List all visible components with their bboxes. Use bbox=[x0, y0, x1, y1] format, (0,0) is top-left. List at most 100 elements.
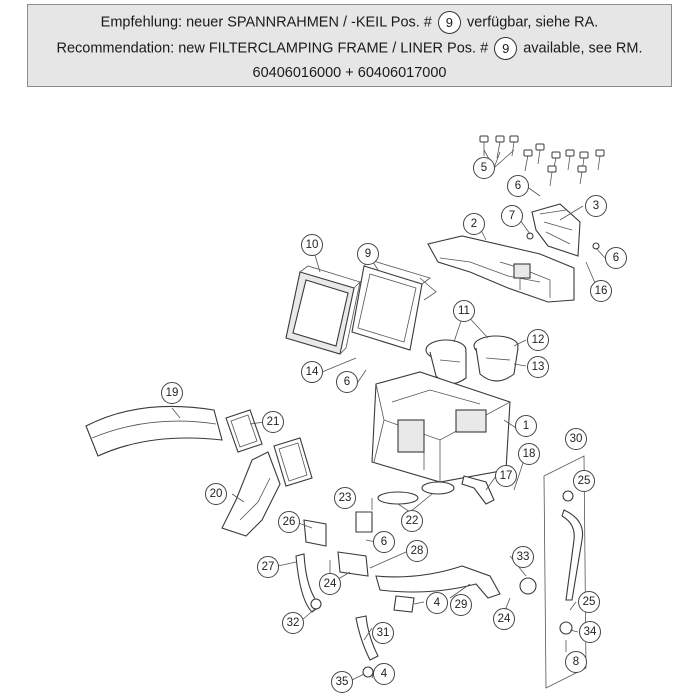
callout-18: 18 bbox=[518, 443, 540, 465]
callout-label: 22 bbox=[406, 515, 419, 527]
hose-part bbox=[355, 615, 379, 661]
callout-6: 6 bbox=[605, 247, 627, 269]
callout-14: 14 bbox=[301, 361, 323, 383]
callout-label: 32 bbox=[287, 617, 300, 629]
callout-label: 31 bbox=[377, 627, 390, 639]
callout-label: 8 bbox=[573, 656, 579, 668]
screws-group bbox=[479, 135, 605, 187]
bracket-small bbox=[355, 511, 373, 533]
callout-26: 26 bbox=[278, 511, 300, 533]
recommendation-notice: Empfehlung: neuer SPANNRAHMEN / -KEIL Po… bbox=[27, 4, 672, 87]
notice-line-german: Empfehlung: neuer SPANNRAHMEN / -KEIL Po… bbox=[28, 11, 671, 34]
callout-19: 19 bbox=[161, 382, 183, 404]
callout-23: 23 bbox=[334, 487, 356, 509]
callout-label: 5 bbox=[481, 162, 487, 174]
clamp-part bbox=[421, 481, 455, 495]
callout-30: 30 bbox=[565, 428, 587, 450]
callout-label: 4 bbox=[381, 668, 388, 680]
callout-label: 23 bbox=[339, 492, 352, 504]
callout-label: 27 bbox=[262, 561, 275, 573]
callout-label: 24 bbox=[324, 578, 337, 590]
intake-cover-part bbox=[427, 235, 575, 303]
callout-32: 32 bbox=[282, 612, 304, 634]
callout-33: 33 bbox=[512, 546, 534, 568]
callout-label: 25 bbox=[583, 596, 596, 608]
callout-12: 12 bbox=[527, 329, 549, 351]
callout-label: 21 bbox=[267, 416, 280, 428]
air-filter-part bbox=[285, 265, 361, 355]
callout-20: 20 bbox=[205, 483, 227, 505]
callout-16: 16 bbox=[590, 280, 612, 302]
callout-24: 24 bbox=[319, 573, 341, 595]
callout-13: 13 bbox=[527, 356, 549, 378]
intake-sleeves bbox=[425, 335, 519, 385]
callout-21: 21 bbox=[262, 411, 284, 433]
clamp-part bbox=[377, 491, 419, 505]
callout-label: 4 bbox=[434, 597, 441, 609]
callout-35: 35 bbox=[331, 671, 353, 693]
callout-label: 13 bbox=[532, 361, 545, 373]
callout-label: 19 bbox=[166, 387, 179, 399]
callout-24: 24 bbox=[493, 608, 515, 630]
notice-line2-suffix: available, see RM. bbox=[523, 40, 643, 57]
callout-label: 3 bbox=[593, 200, 599, 212]
callout-label: 2 bbox=[471, 218, 477, 230]
callout-34: 34 bbox=[579, 621, 601, 643]
callout-17: 17 bbox=[495, 465, 517, 487]
notice-line-english: Recommendation: new FILTERCLAMPING FRAME… bbox=[28, 37, 671, 60]
callout-label: 33 bbox=[517, 551, 530, 563]
intake-duct-part bbox=[85, 405, 223, 457]
callout-label: 7 bbox=[509, 210, 515, 222]
callout-3: 3 bbox=[585, 195, 607, 217]
clamp-part bbox=[393, 595, 415, 613]
callout-6: 6 bbox=[336, 371, 358, 393]
callout-6: 6 bbox=[507, 175, 529, 197]
callout-25: 25 bbox=[578, 591, 600, 613]
callout-label: 26 bbox=[283, 516, 296, 528]
notice-line1-text: Empfehlung: neuer SPANNRAHMEN / -KEIL Po… bbox=[100, 14, 432, 31]
callout-label: 16 bbox=[595, 285, 608, 297]
breather-panel bbox=[543, 455, 587, 689]
callout-label: 25 bbox=[578, 475, 591, 487]
callout-label: 24 bbox=[498, 613, 511, 625]
callout-label: 29 bbox=[455, 599, 468, 611]
position-marker: 9 bbox=[437, 11, 461, 34]
callout-8: 8 bbox=[565, 651, 587, 673]
callout-label: 9 bbox=[365, 248, 371, 260]
callout-10: 10 bbox=[301, 234, 323, 256]
callout-9: 9 bbox=[357, 243, 379, 265]
callout-label: 6 bbox=[344, 376, 350, 388]
callout-5: 5 bbox=[473, 157, 495, 179]
callout-11: 11 bbox=[453, 300, 475, 322]
callout-label: 6 bbox=[613, 252, 619, 264]
callout-label: 30 bbox=[570, 433, 583, 445]
callout-2: 2 bbox=[463, 213, 485, 235]
callout-27: 27 bbox=[257, 556, 279, 578]
gasket-part bbox=[225, 409, 263, 453]
callout-31: 31 bbox=[372, 622, 394, 644]
filter-frame-part bbox=[351, 259, 437, 351]
callout-7: 7 bbox=[501, 205, 523, 227]
callout-4: 4 bbox=[373, 663, 395, 685]
valve-part bbox=[337, 551, 369, 577]
callout-22: 22 bbox=[401, 510, 423, 532]
callout-4: 4 bbox=[426, 592, 448, 614]
callout-label: 17 bbox=[500, 470, 513, 482]
position-marker: 9 bbox=[494, 37, 518, 60]
callout-label: 6 bbox=[515, 180, 521, 192]
callout-label: 10 bbox=[306, 239, 319, 251]
duct-part bbox=[221, 451, 281, 537]
tee-part bbox=[303, 519, 327, 547]
callout-label: 12 bbox=[532, 334, 545, 346]
notice-line2-text: Recommendation: new FILTERCLAMPING FRAME… bbox=[56, 40, 489, 57]
callout-29: 29 bbox=[450, 594, 472, 616]
airbox-part bbox=[371, 371, 511, 483]
callout-label: 28 bbox=[411, 545, 424, 557]
callout-label: 35 bbox=[336, 676, 349, 688]
callout-25: 25 bbox=[573, 470, 595, 492]
notice-line1-suffix: verfügbar, siehe RA. bbox=[466, 14, 599, 31]
breather-hose bbox=[561, 509, 584, 601]
callout-label: 20 bbox=[210, 488, 223, 500]
